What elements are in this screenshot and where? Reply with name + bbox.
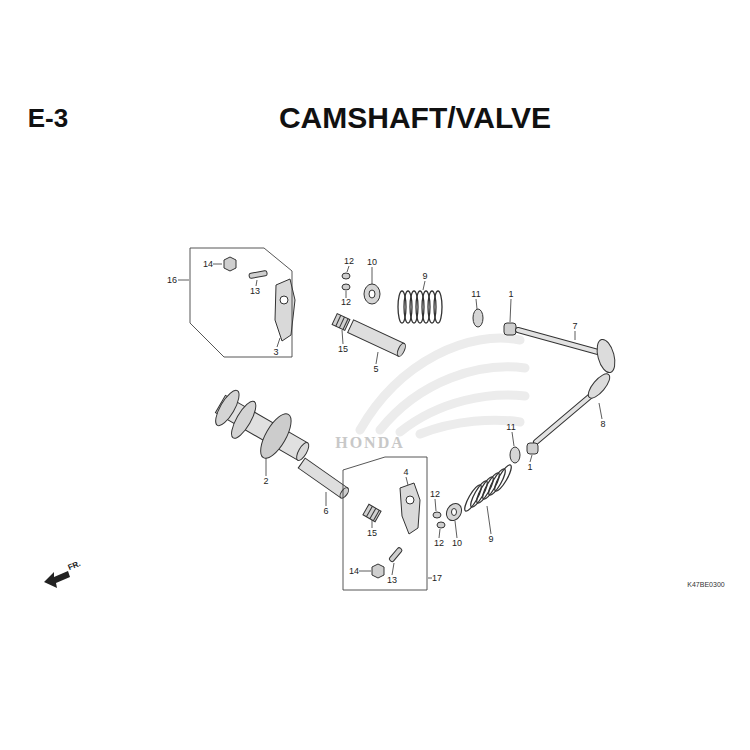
callout-number: 17 bbox=[432, 574, 442, 583]
rocker-hole bbox=[406, 496, 414, 504]
section-code: E-3 bbox=[28, 105, 68, 131]
callout-number: 14 bbox=[349, 567, 359, 576]
cotter bbox=[342, 284, 350, 290]
callout-number: 4 bbox=[403, 468, 408, 477]
callout-number: 15 bbox=[367, 529, 377, 538]
callout-number: 12 bbox=[341, 298, 351, 307]
callout-number: 10 bbox=[452, 539, 462, 548]
callout-number: 10 bbox=[367, 258, 377, 267]
cotter bbox=[433, 512, 441, 518]
valve-spring bbox=[398, 291, 442, 323]
adjust-screw bbox=[389, 547, 403, 562]
callout-number: 1 bbox=[527, 463, 532, 472]
callout-number: 13 bbox=[250, 287, 260, 296]
page-title: CAMSHAFT/VALVE bbox=[279, 103, 551, 133]
part-group-box: 1614133 bbox=[190, 247, 293, 358]
watermark-logo bbox=[360, 338, 525, 434]
stem-seal bbox=[527, 443, 538, 454]
figure-code: K47BE0300 bbox=[687, 581, 724, 588]
valve-stem bbox=[536, 393, 594, 442]
callout-number: 8 bbox=[600, 420, 605, 429]
stem-seal bbox=[504, 323, 516, 335]
valve-head bbox=[594, 338, 618, 375]
callout-number: 12 bbox=[344, 257, 354, 266]
rocker-arm bbox=[400, 483, 420, 534]
callout-number: 3 bbox=[273, 348, 278, 357]
retainer-hole bbox=[369, 290, 375, 298]
rocker-shaft bbox=[298, 458, 350, 499]
callout-number: 16 bbox=[167, 276, 177, 285]
leader-line bbox=[178, 264, 602, 578]
callout-number: 15 bbox=[338, 345, 348, 354]
nut bbox=[224, 257, 236, 271]
callout-number: 1 bbox=[508, 290, 513, 299]
camshaft bbox=[208, 382, 319, 475]
callout-number: 5 bbox=[373, 365, 378, 374]
front-arrow bbox=[44, 571, 70, 588]
callout-number: 6 bbox=[323, 507, 328, 516]
watermark: HONDA bbox=[335, 435, 405, 451]
retainer bbox=[364, 284, 380, 304]
callout-number: 12 bbox=[434, 539, 444, 548]
front-mark: FR. bbox=[67, 560, 82, 572]
cotter bbox=[342, 273, 350, 279]
rocker-shaft bbox=[348, 320, 407, 358]
spring-seat bbox=[473, 309, 483, 327]
callout-number: 2 bbox=[263, 477, 268, 486]
retainer bbox=[443, 501, 464, 524]
callout-number: 9 bbox=[422, 272, 427, 281]
callout-number: 7 bbox=[572, 322, 577, 331]
callout-number: 11 bbox=[506, 423, 515, 432]
group-outline bbox=[190, 248, 292, 357]
callout-number: 13 bbox=[387, 576, 397, 585]
retainer-hole bbox=[452, 509, 457, 516]
callout-number: 12 bbox=[430, 490, 440, 499]
nut bbox=[372, 564, 384, 578]
valve-stem bbox=[536, 393, 594, 442]
valve-stem bbox=[518, 330, 598, 352]
valve-stem bbox=[518, 330, 598, 352]
valve-head bbox=[585, 371, 613, 402]
callout-number: 14 bbox=[203, 260, 213, 269]
needle-bearing bbox=[363, 504, 381, 521]
cotter bbox=[437, 522, 445, 528]
rocker-hole bbox=[280, 296, 288, 304]
needle-bearing bbox=[332, 314, 350, 331]
spring-seat bbox=[510, 447, 520, 463]
callout-number: 11 bbox=[471, 290, 480, 299]
valve-spring bbox=[462, 463, 514, 513]
adjust-screw bbox=[249, 270, 268, 278]
part-group-box: 4141317 bbox=[343, 456, 428, 591]
callout-number: 9 bbox=[488, 535, 493, 544]
group-outline bbox=[343, 457, 427, 590]
